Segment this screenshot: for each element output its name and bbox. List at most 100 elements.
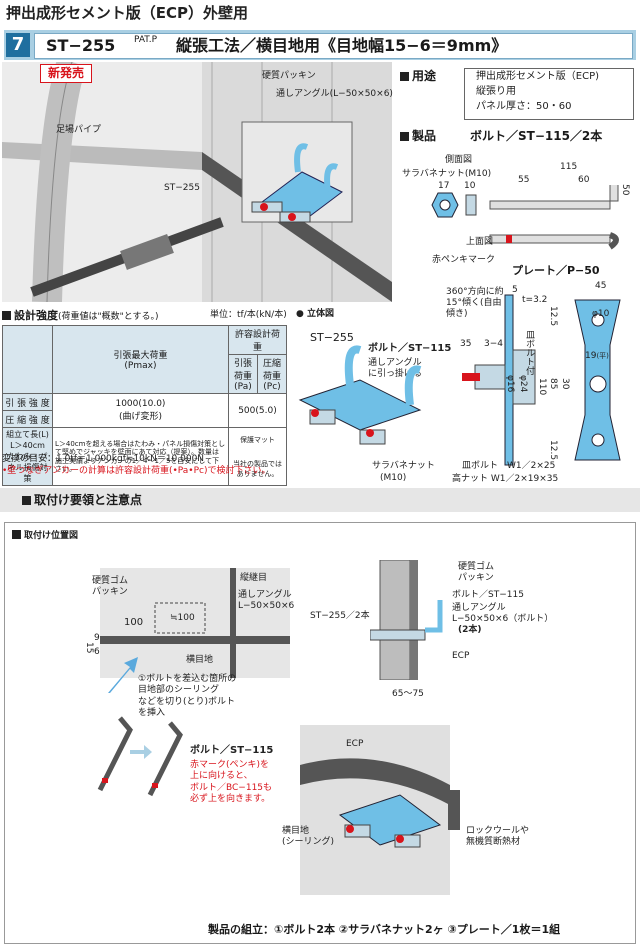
col-allow: 許容設計荷重: [227, 325, 288, 355]
iso-nut-label: サラバネナット: [372, 461, 435, 471]
protect-mat-cell: 保護マット当社の製品ではありません。: [227, 427, 288, 486]
angle-label: 通しアングル L−50×50×6: [238, 590, 295, 611]
high-nut: 高ナット W1／2×19×35: [452, 474, 559, 484]
red-mark-label: 赤ペンキマーク: [432, 255, 496, 265]
install-bolt-label: ボルト／ST−115: [190, 745, 274, 756]
iso-drawing: [298, 345, 422, 445]
bolt-orientation-drawing: [97, 716, 183, 797]
plate-note: 皿ボルト付: [524, 330, 534, 375]
val-allow: 500(5.0): [227, 393, 288, 428]
dim-60: 60: [578, 175, 590, 185]
dim-12-5-top: 12.5: [548, 306, 558, 327]
dim-15: 15: [84, 642, 94, 654]
assembly-text: L＞40cmを超える場合はたわみ・パネル損傷対策として堅めでジャッキを壁面にあて…: [52, 427, 229, 486]
bolt-drawing: [431, 185, 619, 250]
horizontal-joint-label: 横目地: [186, 655, 214, 665]
ecp-installation-drawing: [300, 725, 450, 895]
dim-10: 10: [464, 181, 476, 191]
step-note: ①ボルトを差込む箇所の 目地部のシーリング などを切り(とり)ボルト を挿入: [138, 674, 237, 718]
iso-nut-size: (M10): [380, 473, 407, 483]
plate-drawing: [462, 294, 621, 466]
hard-rubber-label: 硬質ゴム パッキン: [92, 576, 129, 597]
dim-phi16: φ16: [505, 375, 515, 393]
vertical-joint-label: 縦継目: [240, 573, 268, 583]
label-product: ST−255: [164, 183, 200, 193]
product-code: ST−255: [46, 36, 116, 55]
section-rubber-label: 硬質ゴム パッキン: [458, 562, 495, 583]
dim-phi24: φ24: [518, 375, 528, 393]
position-heading: 取付け位置図: [12, 530, 78, 541]
section-title-box: [34, 33, 633, 59]
bolt-title: ボルト／ST−115／2本: [470, 129, 603, 143]
dim-65-75: 65〜75: [392, 689, 424, 699]
dim-9: 9: [94, 633, 100, 643]
usage-line-3: パネル厚さ：50・60: [476, 101, 572, 112]
installation-illustration: [2, 62, 392, 302]
dim-30: 30: [560, 378, 570, 390]
strength-table: 引張最大荷重 (Pmax) 許容設計荷重 引張荷重 (Pa) 圧縮荷重 (Pc)…: [2, 325, 288, 486]
dim-19: 19(平): [585, 351, 609, 361]
section-drawing: [370, 560, 443, 680]
iso-heading: ● 立体図: [296, 309, 335, 319]
section-qty: (2本): [458, 625, 482, 635]
conversion-note: 変換の目安：1.0tf＝1,000kgf≒10kN＝10,000N: [2, 454, 205, 464]
section-ecp-label: ECP: [452, 651, 470, 661]
install-frame: [4, 522, 636, 944]
label-pipe: 足場パイプ: [56, 125, 102, 135]
position-drawing: [100, 568, 290, 678]
method-title: 縦張工法／横目地用《目地幅15−6＝9mm》: [176, 36, 508, 55]
ecp-label: ECP: [346, 739, 364, 749]
dim-phi10: φ10: [592, 309, 610, 319]
label-gasket: 硬質パッキン: [262, 71, 316, 81]
usage-heading: 用途: [400, 70, 436, 82]
horizontal-sealing-label: 横目地 (シーリング): [282, 826, 335, 847]
page-title: 押出成形セメント版（ECP）外壁用: [6, 4, 248, 22]
label-angle: 通しアングル(L−50×50×6): [276, 89, 393, 99]
usage-line-1: 押出成形セメント版（ECP): [476, 71, 600, 82]
dim-3-4: 3−4: [484, 339, 503, 349]
assembly-footer: 製品の組立：①ボルト2本 ②サラバネナット2ヶ ③プレート／1枚＝1組: [208, 923, 561, 936]
section-bolt-label: ボルト／ST−115: [452, 590, 524, 600]
dim-6: 6: [94, 647, 100, 657]
product-heading: 製品: [400, 130, 436, 142]
row-assembly: 組立て長(L) L＞40cm たわみ・パネル損傷対策: [2, 427, 53, 486]
col-max: 引張最大荷重 (Pmax): [52, 325, 229, 394]
rockwool-band: [448, 790, 460, 830]
dim-50: 50: [620, 184, 630, 196]
dim-115: 115: [560, 162, 578, 172]
top-view-label: 上面図: [466, 237, 494, 247]
rockwool-label: ロックウールや 無機質断熱材: [466, 826, 530, 847]
warning-note: •壁つなぎアンカーの計算は許容設計荷重(•Pa•Pc)で検討下さい。: [2, 466, 271, 476]
usage-line-2: 縦張り用: [476, 86, 516, 97]
washer-nut-label: サラバネナット(M10): [402, 169, 492, 179]
iso-hook-note: 通しアングルに引っ掛ける: [368, 358, 423, 379]
plate-title: プレート／P−50: [512, 264, 600, 277]
dim-100: 100: [124, 617, 144, 628]
dim-35: 35: [460, 339, 472, 349]
strength-unit: 単位：tf/本(kN/本): [210, 310, 287, 320]
angle-note: 360°方向に約15°傾く(自由傾き): [446, 287, 504, 319]
dim-t: t=3.2: [522, 295, 548, 305]
dim-approx100: ≒100: [170, 613, 195, 623]
dim-45: 45: [595, 281, 607, 291]
install-heading-bar: [0, 488, 640, 512]
section-code-label: ST−255／2本: [310, 611, 370, 621]
val-pmax: 1000(10.0)(曲げ変形): [52, 393, 229, 428]
side-view-label: 側面図: [445, 155, 473, 165]
section-angle-label: 通しアングル L−50×50×6（ボルト）: [452, 603, 554, 624]
usage-box: [464, 68, 634, 120]
countersunk-bolt: 皿ボルト W1／2×25: [462, 461, 556, 471]
dim-55: 55: [518, 175, 530, 185]
col-pa: 引張荷重 (Pa): [227, 354, 259, 394]
install-heading: 取付け要領と注意点: [22, 494, 142, 506]
dim-5: 5: [512, 285, 518, 295]
dim-110: 110: [537, 378, 547, 396]
red-mark-note: 赤マーク(ペンキ)を 上に向けると、 ボルト／BC−115も 必ず上を向きます。: [190, 760, 273, 804]
col-pc: 圧縮荷重 (Pc): [257, 354, 287, 394]
new-product-badge: 新発売: [40, 64, 92, 83]
iso-bolt-label: ボルト／ST−115: [368, 343, 452, 354]
strength-heading: 設計強度(荷重値は"概数"とする。): [2, 310, 159, 322]
section-number: 7: [6, 33, 30, 57]
insert-arrow-icon: [108, 657, 138, 693]
row-tension: 引 張 強 度: [2, 393, 53, 411]
